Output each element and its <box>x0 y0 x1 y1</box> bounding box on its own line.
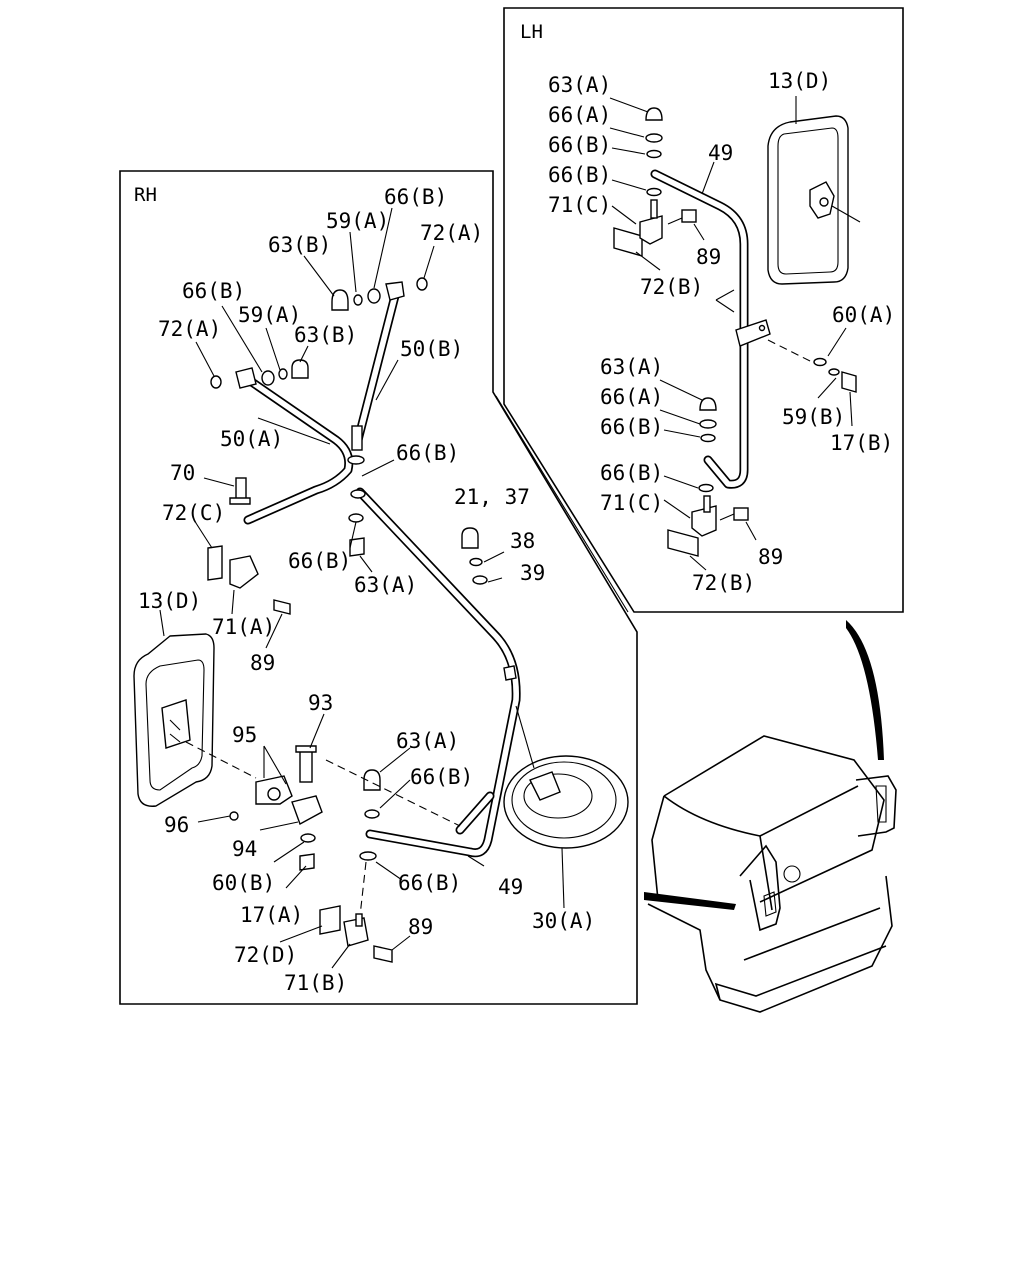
lh-label-66a-bot: 66(A) <box>600 385 663 409</box>
lh-panel-frame <box>503 7 904 613</box>
lh-leader-lines <box>609 96 853 571</box>
lh-stay-49 <box>650 169 813 489</box>
cab-overview-illustration <box>644 620 897 1013</box>
rh-label-89-bot: 89 <box>408 915 433 939</box>
rh-label-66b-top: 66(B) <box>384 185 447 209</box>
lh-panel-title: LH <box>520 21 543 43</box>
lh-label-72b-top: 72(B) <box>640 275 703 299</box>
rh-leader-lines <box>159 207 565 969</box>
lh-label-72b-bot: 72(B) <box>692 571 755 595</box>
rh-upper-hardware <box>210 277 428 389</box>
lh-label-66a-top: 66(A) <box>548 103 611 127</box>
lh-mirror-13d <box>767 115 861 285</box>
rh-label-30a: 30(A) <box>532 909 595 933</box>
rh-label-95: 95 <box>232 723 257 747</box>
rh-label-89-mid: 89 <box>250 651 275 675</box>
lh-label-17b: 17(B) <box>830 431 893 455</box>
lh-label-49: 49 <box>708 141 733 165</box>
rh-label-66b-mid: 66(B) <box>396 441 459 465</box>
lh-label-89-bot: 89 <box>758 545 783 569</box>
lh-label-66b-4: 66(B) <box>600 461 663 485</box>
rh-label-72d: 72(D) <box>234 943 297 967</box>
rh-label-63a-low: 63(A) <box>396 729 459 753</box>
rh-label-72a-top: 72(A) <box>420 221 483 245</box>
rh-label-17a: 17(A) <box>240 903 303 927</box>
rh-label-49: 49 <box>498 875 523 899</box>
rh-mid-hardware <box>207 477 488 615</box>
rh-label-21-37: 21, 37 <box>454 485 530 509</box>
rh-stay-50b <box>351 281 405 451</box>
rh-label-94: 94 <box>232 837 257 861</box>
lh-upper-hardware <box>613 107 697 257</box>
rh-label-66b-4: 66(B) <box>410 765 473 789</box>
rh-label-63a-mid: 63(A) <box>354 573 417 597</box>
rh-stay-50a <box>235 367 365 525</box>
lh-label-63a-bot: 63(A) <box>600 355 663 379</box>
lh-lower-hardware <box>667 357 857 557</box>
lh-label-66b-3: 66(B) <box>600 415 663 439</box>
rh-mirror-13d <box>133 633 257 807</box>
rh-label-60b: 60(B) <box>212 871 275 895</box>
rh-label-50b: 50(B) <box>400 337 463 361</box>
rh-label-72c: 72(C) <box>162 501 225 525</box>
rh-stay-49 <box>355 487 521 858</box>
lh-label-71c-bot: 71(C) <box>600 491 663 515</box>
lh-label-66b-2: 66(B) <box>548 163 611 187</box>
rh-panel-title: RH <box>134 184 157 206</box>
rh-mirror-30a-convex <box>503 705 629 849</box>
lh-label-66b-1: 66(B) <box>548 133 611 157</box>
rh-label-93: 93 <box>308 691 333 715</box>
lh-label-60a: 60(A) <box>832 303 895 327</box>
rh-label-63b-top: 63(B) <box>268 233 331 257</box>
rh-label-38: 38 <box>510 529 535 553</box>
rh-label-66b-low: 66(B) <box>288 549 351 573</box>
rh-label-96: 96 <box>164 813 189 837</box>
lh-label-71c-top: 71(C) <box>548 193 611 217</box>
rh-label-72a-left: 72(A) <box>158 317 221 341</box>
rh-label-50a: 50(A) <box>220 427 283 451</box>
rh-label-63b-left: 63(B) <box>294 323 357 347</box>
rh-panel-frame <box>119 170 638 1005</box>
lh-label-59b: 59(B) <box>782 405 845 429</box>
rh-label-66b-left: 66(B) <box>182 279 245 303</box>
rh-lower-hardware <box>229 745 461 963</box>
rh-label-59a-top: 59(A) <box>326 209 389 233</box>
rh-label-13d: 13(D) <box>138 589 201 613</box>
rh-label-71b: 71(B) <box>284 971 347 995</box>
rh-label-39: 39 <box>520 561 545 585</box>
rh-label-59a-left: 59(A) <box>238 303 301 327</box>
rh-label-71a: 71(A) <box>212 615 275 639</box>
rh-label-66b-5: 66(B) <box>398 871 461 895</box>
lh-label-89-top: 89 <box>696 245 721 269</box>
rh-label-70: 70 <box>170 461 195 485</box>
lh-label-63a-top: 63(A) <box>548 73 611 97</box>
lh-label-13d: 13(D) <box>768 69 831 93</box>
